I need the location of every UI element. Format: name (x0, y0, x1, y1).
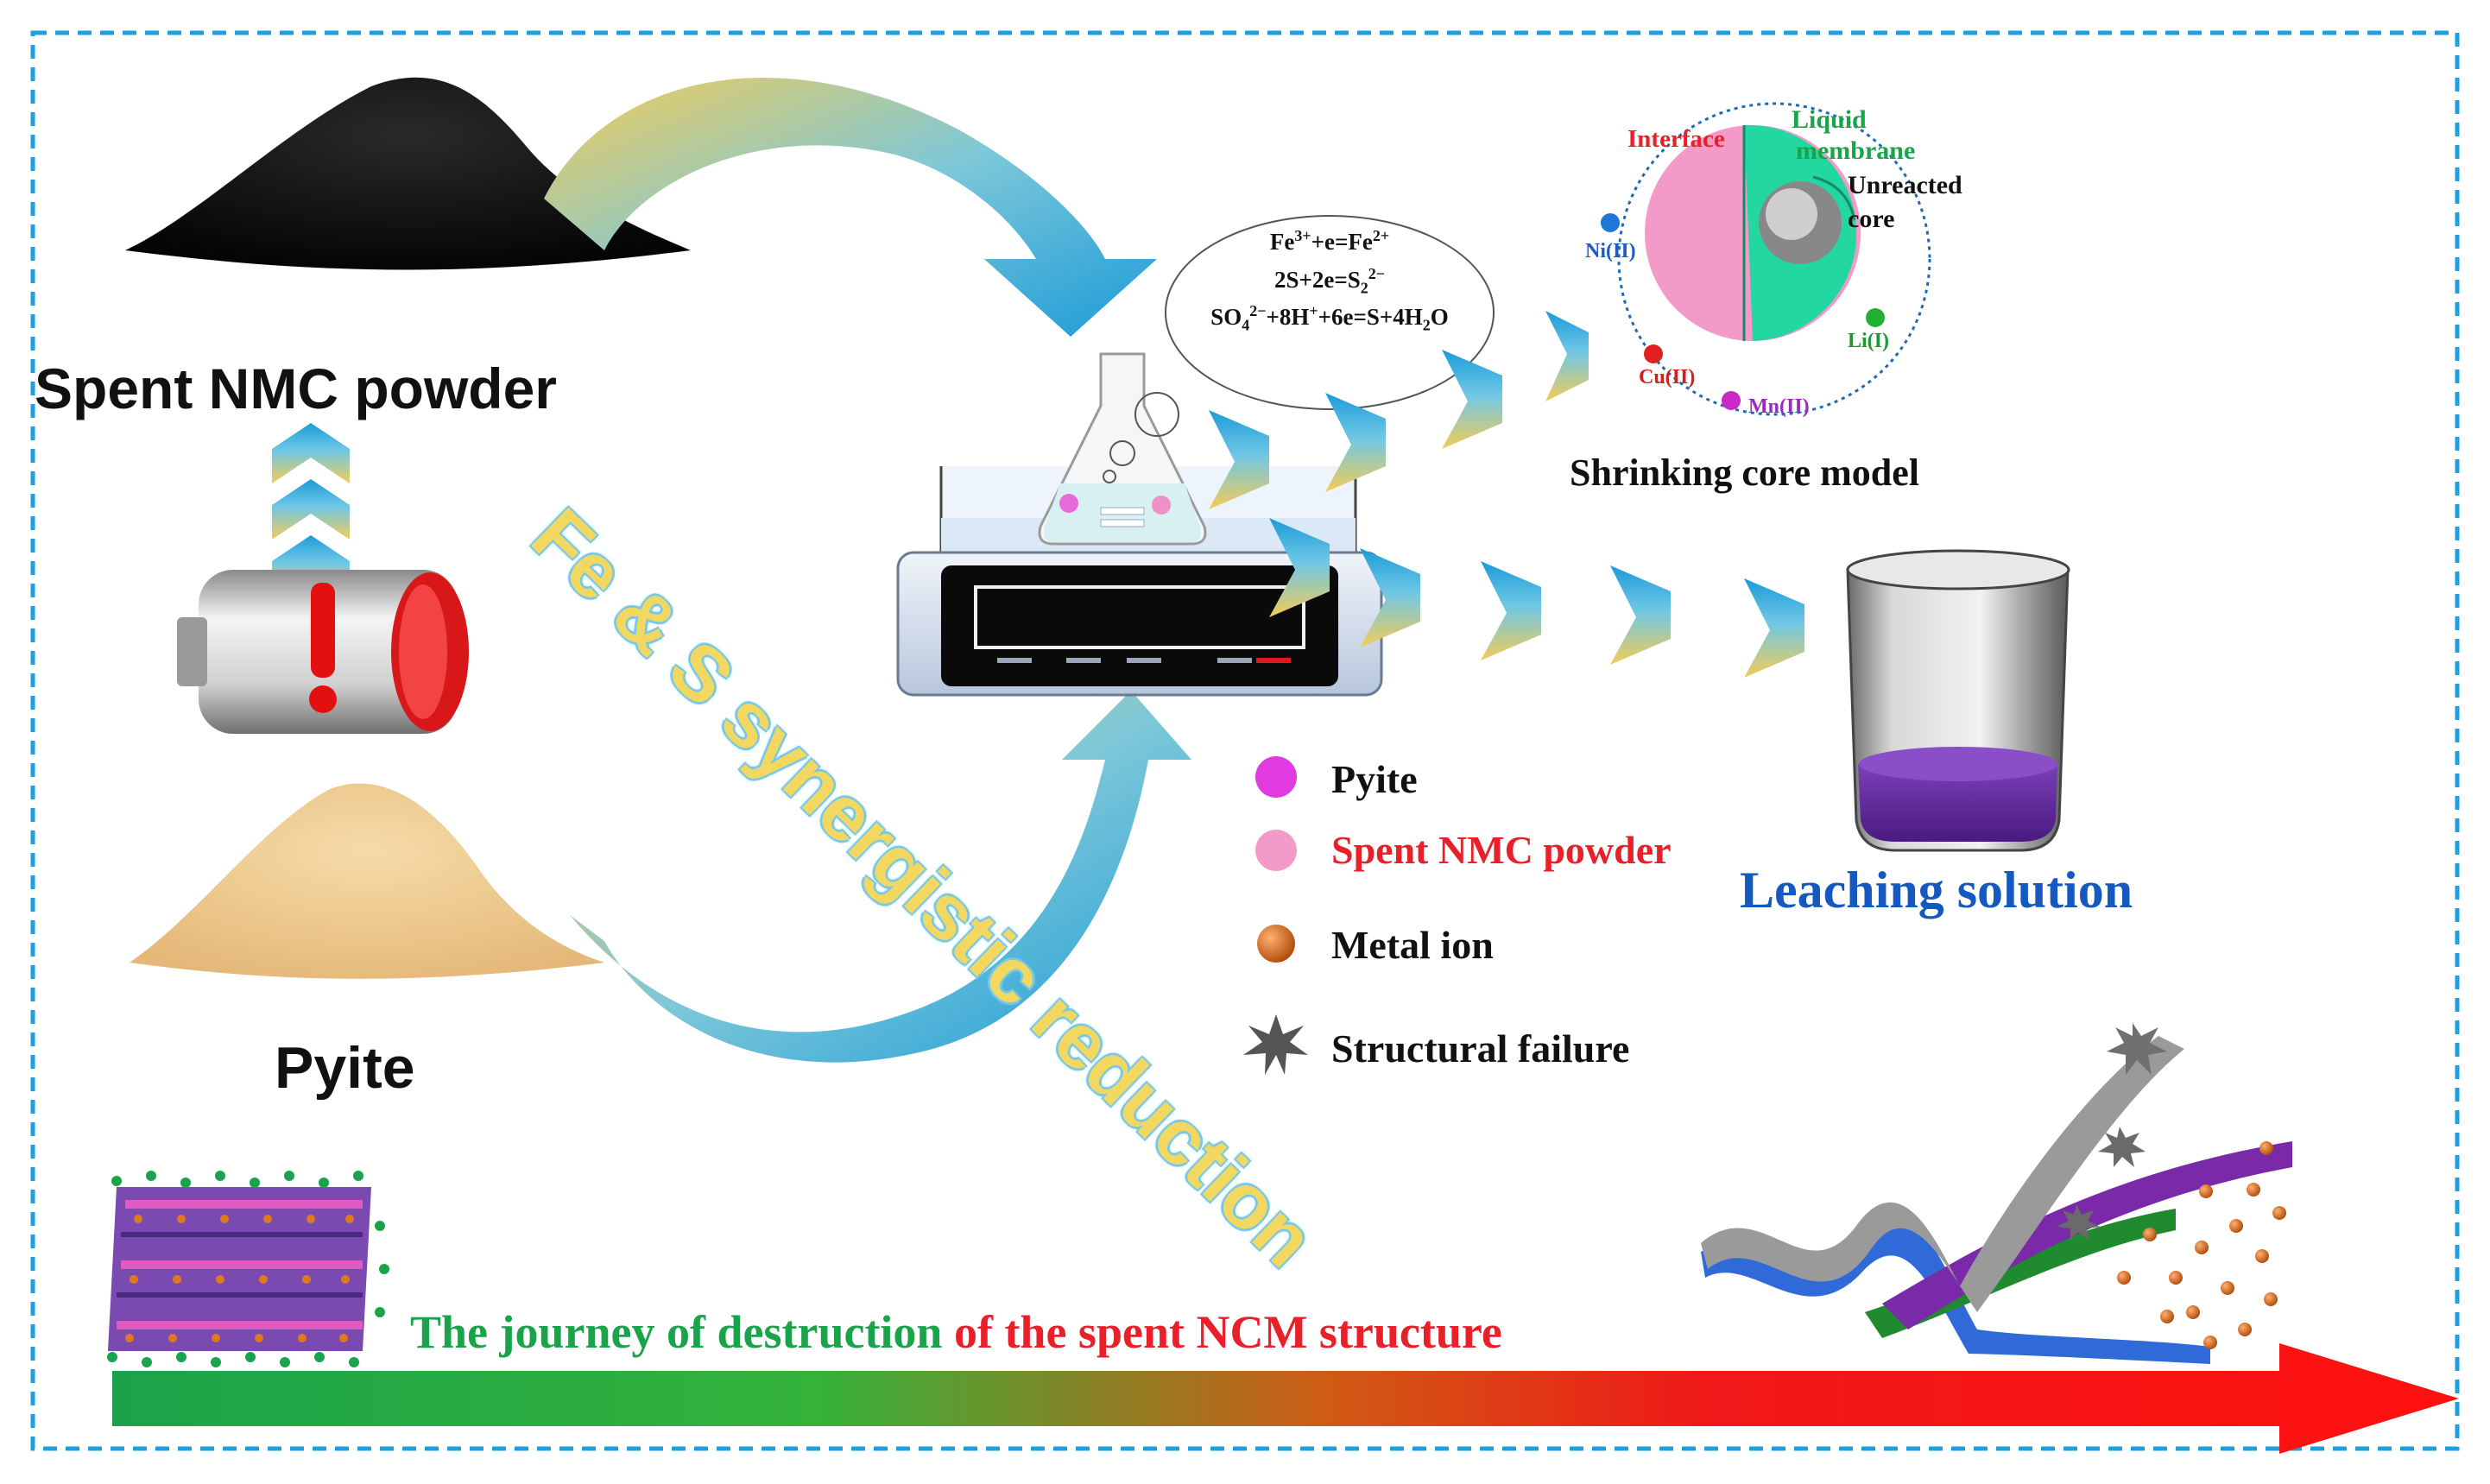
journey-caption-part1: The journey of destruction (410, 1306, 943, 1358)
legend-structural-failure-label: Structural failure (1331, 1026, 1630, 1070)
core-model-title: Shrinking core model (1570, 452, 1920, 494)
legend-nmc-label: Spent NMC powder (1331, 828, 1672, 872)
legend-markers (1243, 756, 1308, 1075)
erlenmeyer-flask (1038, 352, 1207, 546)
leaching-solution-label: Leaching solution (1740, 862, 2133, 919)
journey-arrow (112, 1343, 2459, 1454)
leaching-beaker (1846, 549, 2070, 852)
cu-ion-label: Cu(II) (1639, 366, 1696, 388)
legend-pyrite-label: Pyite (1331, 757, 1418, 801)
flow-chevrons (1209, 311, 1804, 678)
crystal-lattice (107, 1171, 389, 1367)
legend-metal-ion-label: Metal ion (1331, 923, 1494, 967)
dashed-frame (30, 30, 2460, 1451)
unreacted-label: Unreacted (1848, 171, 1962, 199)
pyrite-label: Pyite (275, 1035, 415, 1101)
ni-ion-label: Ni(II) (1585, 240, 1636, 262)
curved-arrow-bottom (570, 691, 1191, 1063)
spent-nmc-label: Spent NMC powder (35, 357, 557, 420)
core-label: core (1848, 205, 1895, 233)
destruction-ribbons (1701, 1023, 2292, 1364)
spent-nmc-powder-pile (125, 77, 691, 270)
interface-label: Interface (1627, 125, 1725, 153)
membrane-label: membrane (1796, 136, 1916, 165)
journey-caption: The journey of destruction of the spent … (410, 1305, 1502, 1359)
shrinking-core-sphere (1601, 102, 1931, 416)
equation-fe: Fe3++e=Fe2+ (1269, 227, 1390, 255)
li-ion-label: Li(I) (1848, 330, 1889, 352)
curved-arrow-top (544, 78, 1157, 337)
journey-caption-part2: of the spent NCM structure (942, 1306, 1502, 1358)
pyrite-powder-pile (130, 783, 604, 979)
equation-s: 2S+2e=S22− (1273, 265, 1386, 297)
equation-so4: SO42−+8H++6e=S+4H2O (1210, 302, 1449, 334)
up-chevrons (272, 423, 350, 596)
equation-bubble (1165, 215, 1495, 410)
battery-icon (177, 570, 469, 734)
mn-ion-label: Mn(II) (1748, 395, 1810, 418)
liquid-label: Liquid (1792, 105, 1867, 134)
